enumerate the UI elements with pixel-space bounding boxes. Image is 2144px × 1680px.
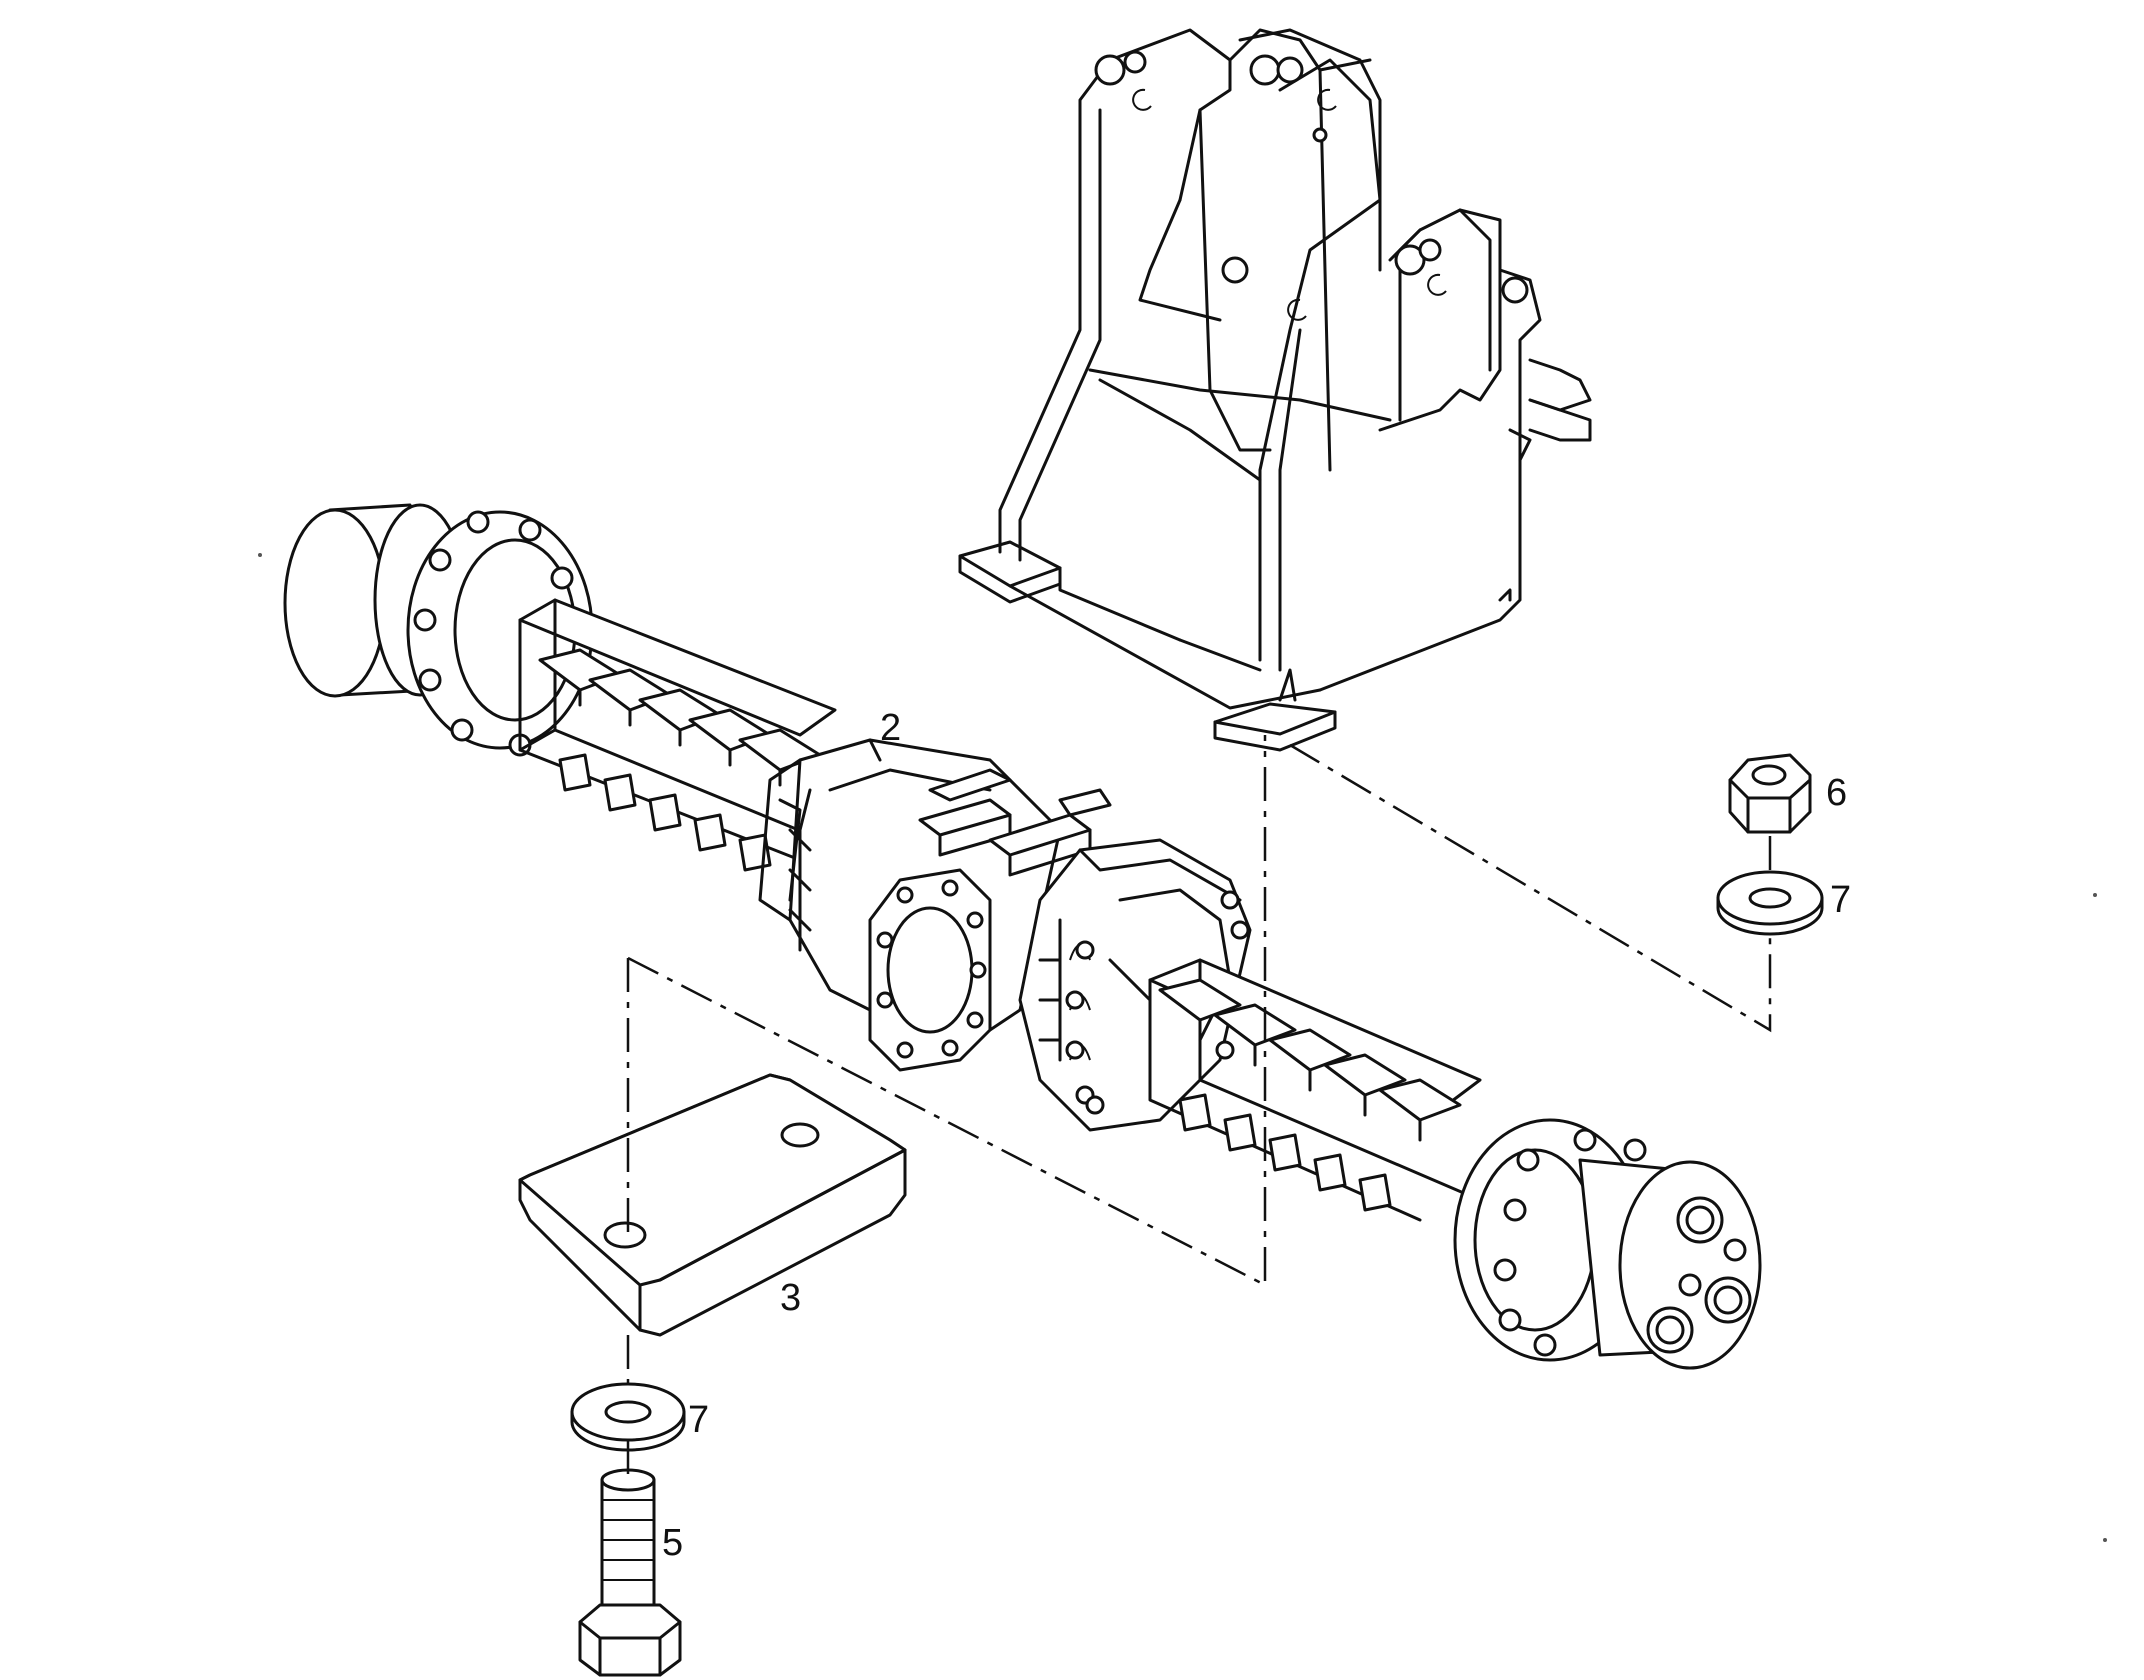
callout-washer-top: 7	[1830, 879, 1851, 921]
callout-washer-bottom: 7	[688, 1399, 709, 1441]
scan-specks	[258, 553, 2107, 1542]
front-frame-bracket-icon	[958, 28, 1592, 752]
hex-bolt-icon	[578, 1468, 682, 1677]
spacer-plate-icon	[518, 1073, 907, 1337]
callout-nut: 6	[1826, 772, 1847, 814]
callout-bolt: 5	[662, 1522, 683, 1564]
assembly-leader-lines	[626, 735, 1772, 1478]
hex-nut-icon	[1728, 753, 1812, 834]
washer-icon	[1716, 870, 1824, 936]
drive-axle-icon	[283, 503, 1762, 1370]
callout-spacer-plate: 3	[780, 1277, 801, 1319]
callout-axle: 2	[880, 707, 901, 749]
